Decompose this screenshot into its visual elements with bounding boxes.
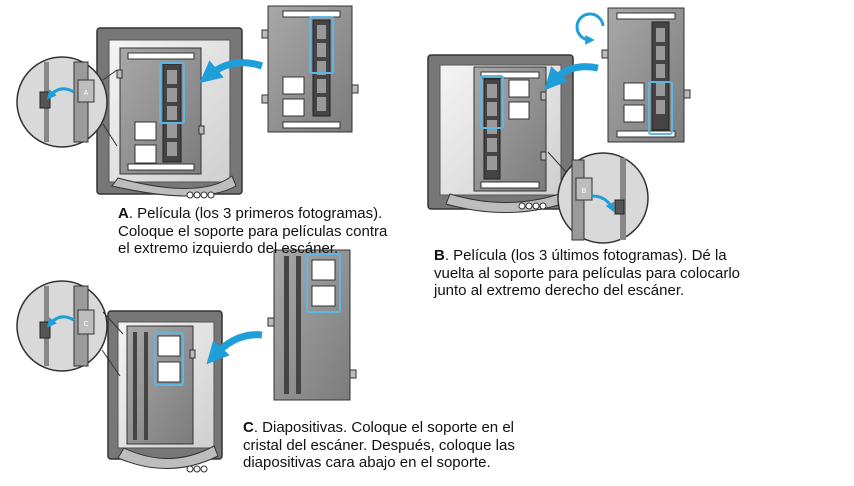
caption-a-letter: A [118, 205, 129, 222]
caption-b-letter: B [434, 247, 445, 264]
caption-a: A. Película (los 3 primeros fotogramas).… [118, 205, 418, 258]
caption-c-letter: C [243, 419, 254, 436]
caption-b-line2: vuelta al soporte para películas para co… [434, 264, 741, 282]
arrow-a-insert [199, 59, 264, 84]
film-holder-b-loose [601, 7, 691, 143]
zoom-detail-c: C [16, 280, 108, 372]
zoom-tab-b: B [582, 188, 587, 195]
arrow-b-insert [544, 63, 599, 91]
caption-b: B. Película (los 3 últimos fotogramas). … [434, 247, 854, 300]
arrow-c-insert [206, 331, 263, 365]
caption-c-line3: diapositivas cara abajo en el soporte. [243, 454, 491, 471]
zoom-tab-a: A [84, 90, 89, 97]
caption-a-line1: . Película (los 3 primeros fotogramas). [128, 205, 383, 222]
film-holder-a-placed [116, 47, 205, 175]
caption-c-line2: cristal del escáner. Después, coloque la… [243, 436, 515, 454]
caption-c: C. Diapositivas. Coloque el soporte en e… [243, 419, 643, 472]
caption-b-line1: . Película (los 3 últimos fotogramas). D… [444, 247, 727, 264]
caption-a-line2: Coloque el soporte para películas contra [118, 222, 388, 240]
zoom-tab-c: C [83, 321, 88, 328]
zoom-detail-a: A [16, 56, 108, 148]
slide-holder-c-placed [126, 325, 196, 445]
caption-a-line3: el extremo izquierdo del escáner. [118, 240, 339, 257]
arrow-b-rotate [575, 12, 605, 45]
zoom-detail-b: B [557, 152, 649, 244]
film-holder-b-placed [473, 66, 547, 192]
caption-c-line1: . Diapositivas. Coloque el soporte en el [253, 419, 514, 436]
caption-b-line3: junto al extremo derecho del escáner. [434, 282, 685, 299]
slide-holder-c-loose [267, 249, 357, 401]
film-holder-a-loose [261, 5, 359, 133]
